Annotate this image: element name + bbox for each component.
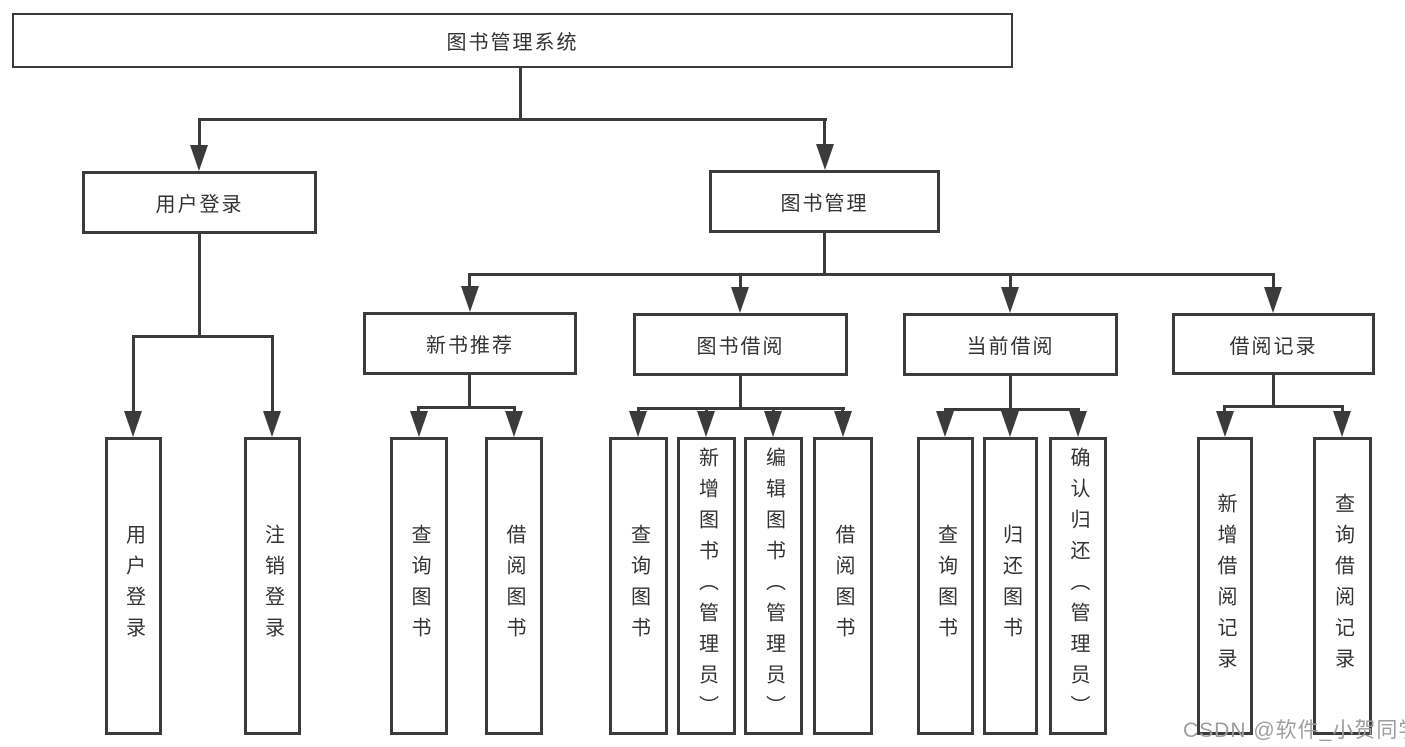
- arrowhead-icon: [1216, 411, 1234, 437]
- csdn-watermark: CSDN @软件_小贺同学: [1183, 719, 1405, 742]
- connector-line: [823, 233, 826, 273]
- node-new-book-recommend: 新书推荐: [363, 312, 577, 375]
- leaf-label: 借阅图书: [832, 524, 854, 648]
- leaf-user-login: 用户登录: [105, 437, 162, 735]
- arrowhead-icon: [936, 411, 954, 437]
- leaf-label: 用户登录: [122, 524, 145, 648]
- arrowhead-icon: [731, 287, 749, 313]
- arrowhead-icon: [834, 411, 852, 437]
- connector-line: [1272, 273, 1275, 290]
- arrowhead-icon: [263, 411, 281, 437]
- leaf-label: 确认归还（管理员）: [1067, 446, 1089, 726]
- connector-line: [198, 118, 827, 121]
- leaf-label: 归还图书: [999, 524, 1022, 648]
- leaf-query-books-borrow: 查询图书: [609, 437, 668, 735]
- leaf-label: 查询图书: [408, 524, 430, 648]
- connector-line: [1009, 376, 1012, 408]
- connector-line: [823, 118, 826, 148]
- leaf-label: 注销登录: [261, 524, 284, 648]
- arrowhead-icon: [1001, 411, 1019, 437]
- connector-line: [1223, 405, 1344, 408]
- leaf-confirm-return-admin: 确认归还（管理员）: [1049, 437, 1107, 735]
- arrowhead-icon: [697, 411, 715, 437]
- arrowhead-icon: [190, 145, 208, 171]
- connector-line: [1341, 405, 1344, 415]
- leaf-label: 查询借阅记录: [1331, 493, 1354, 679]
- connector-line: [271, 335, 274, 415]
- leaf-query-books-current: 查询图书: [917, 437, 974, 735]
- connector-line: [739, 273, 742, 290]
- connector-line: [519, 68, 522, 118]
- connector-line: [944, 408, 1080, 411]
- connector-line: [1223, 405, 1226, 415]
- leaf-label: 编辑图书（管理员）: [762, 446, 785, 726]
- leaf-return-books: 归还图书: [983, 437, 1038, 735]
- node-book-borrow: 图书借阅: [633, 313, 848, 376]
- arrowhead-icon: [816, 144, 834, 170]
- leaf-borrow-books-newbook: 借阅图书: [485, 437, 543, 735]
- arrowhead-icon: [461, 286, 479, 312]
- connector-line: [417, 406, 516, 409]
- connector-line: [739, 376, 742, 407]
- node-label: 借阅记录: [1229, 335, 1318, 358]
- leaf-label: 新增图书（管理员）: [695, 446, 718, 726]
- node-library-management-system: 图书管理系统: [12, 13, 1013, 68]
- node-borrow-record: 借阅记录: [1172, 313, 1375, 375]
- connector-line: [468, 273, 1275, 276]
- arrowhead-icon: [410, 411, 428, 437]
- leaf-label: 借阅图书: [503, 524, 525, 648]
- arrowhead-icon: [1069, 411, 1087, 437]
- connector-line: [132, 335, 135, 415]
- node-label: 用户登录: [155, 194, 244, 216]
- leaf-label: 查询图书: [627, 524, 650, 648]
- leaf-query-books-newbook: 查询图书: [390, 437, 448, 735]
- leaf-label: 查询图书: [934, 524, 957, 648]
- arrowhead-icon: [629, 411, 647, 437]
- leaf-logout: 注销登录: [244, 437, 301, 735]
- node-user-login: 用户登录: [82, 171, 317, 234]
- connector-line: [637, 407, 845, 410]
- connector-line: [198, 234, 201, 335]
- connector-line: [1272, 375, 1275, 405]
- arrowhead-icon: [505, 411, 523, 437]
- connector-line: [132, 335, 274, 338]
- node-current-borrow: 当前借阅: [903, 313, 1118, 376]
- arrowhead-icon: [764, 411, 782, 437]
- arrowhead-icon: [124, 411, 142, 437]
- leaf-borrow-books: 借阅图书: [813, 437, 873, 735]
- node-book-management: 图书管理: [709, 170, 940, 233]
- connector-line: [468, 273, 471, 290]
- leaf-query-borrow-record: 查询借阅记录: [1313, 437, 1372, 735]
- arrowhead-icon: [1264, 287, 1282, 313]
- connector-line: [468, 375, 471, 406]
- leaf-add-borrow-record: 新增借阅记录: [1197, 437, 1253, 735]
- arrowhead-icon: [1001, 287, 1019, 313]
- node-label: 新书推荐: [426, 335, 514, 357]
- node-label: 图书借阅: [696, 336, 785, 358]
- leaf-add-book-admin: 新增图书（管理员）: [677, 437, 736, 735]
- leaf-edit-book-admin: 编辑图书（管理员）: [744, 437, 803, 735]
- node-label: 图书管理系统: [446, 32, 579, 54]
- leaf-label: 新增借阅记录: [1214, 493, 1236, 679]
- node-label: 当前借阅: [966, 336, 1055, 358]
- arrowhead-icon: [1333, 411, 1351, 437]
- connector-line: [1009, 273, 1012, 290]
- node-label: 图书管理: [780, 193, 869, 215]
- connector-line: [198, 118, 201, 148]
